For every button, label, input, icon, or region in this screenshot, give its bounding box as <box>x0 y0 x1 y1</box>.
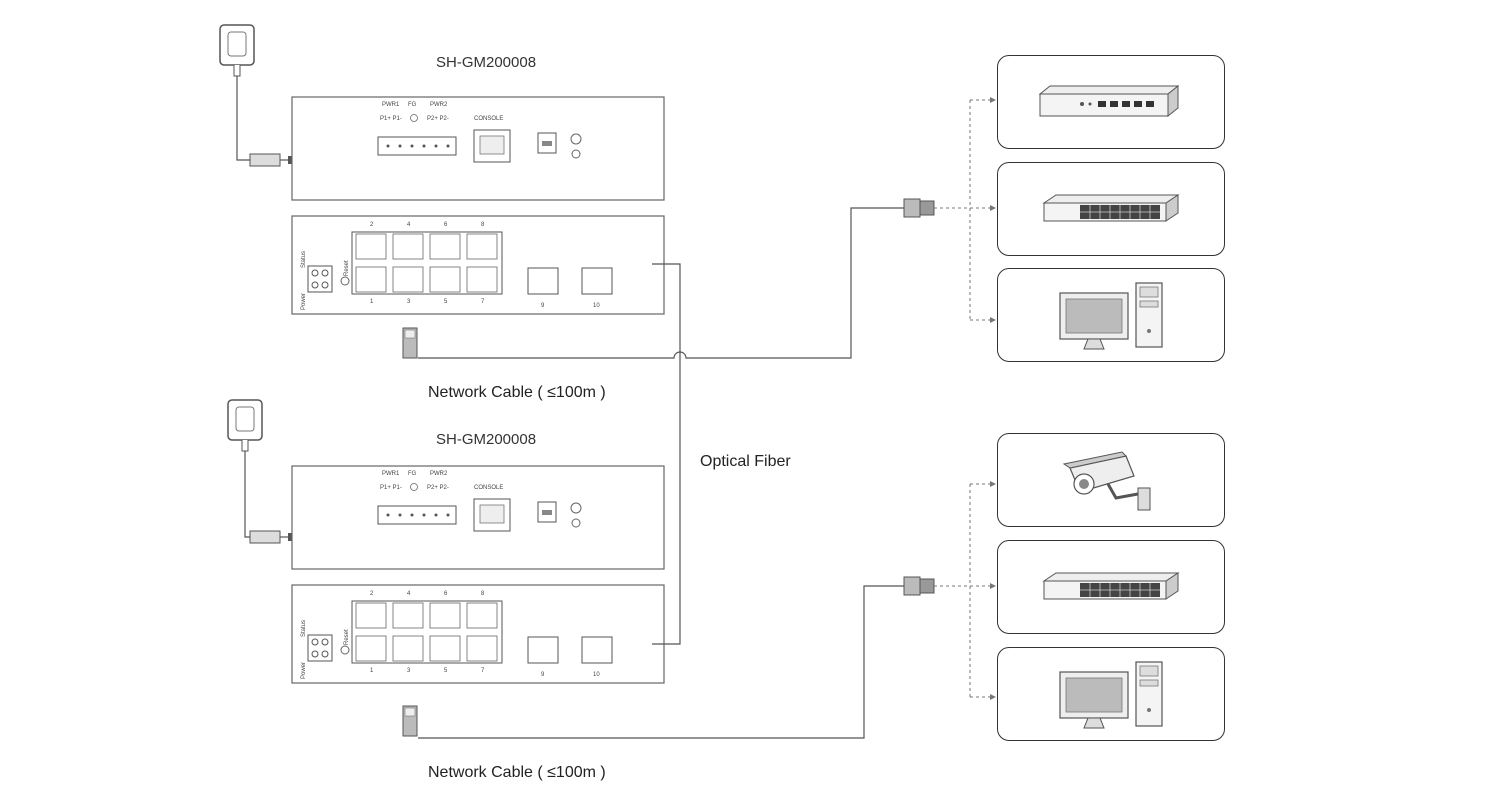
computer-device-box-1 <box>997 268 1225 362</box>
power-adapter-icon <box>227 399 292 544</box>
rj45-port-grid <box>351 231 503 295</box>
port-9-label: 9 <box>541 303 545 309</box>
fg-label: FG <box>408 102 417 108</box>
computer-icon <box>1059 661 1163 729</box>
port-3-label: 3 <box>407 299 411 305</box>
p2-label: P2+ P2- <box>427 485 449 491</box>
reset-label: Reset <box>344 629 350 645</box>
rj45-plug-icon-right-2 <box>903 576 935 596</box>
camera-device-box <box>997 433 1225 527</box>
port-1-label: 1 <box>370 299 374 305</box>
network-cable-label-1: Network Cable ( ≤100m ) <box>428 384 606 401</box>
rj45-port-grid <box>351 600 503 664</box>
port-9-label: 9 <box>541 672 545 678</box>
port-7-label: 7 <box>481 668 485 674</box>
port-2-label: 2 <box>370 222 374 228</box>
network-cable-label-2: Network Cable ( ≤100m ) <box>428 764 606 781</box>
port-4-label: 4 <box>407 591 411 597</box>
switch-model-label-1: SH-GM200008 <box>436 54 537 71</box>
port-6-label: 6 <box>444 222 448 228</box>
switch-device-box-1 <box>997 162 1225 256</box>
router-device-box <box>997 55 1225 149</box>
port-4-label: 4 <box>407 222 411 228</box>
status-led-label: Status <box>301 251 307 268</box>
dashed-branches-1 <box>934 99 990 321</box>
port-10-label: 10 <box>593 672 600 678</box>
computer-device-box-2 <box>997 647 1225 741</box>
network-cable-line-2 <box>418 585 904 739</box>
p1-label: P1+ P1- <box>380 485 402 491</box>
switch-unit-1: PWR1 FG PWR2 P1+ P1- P2+ P2- CONSOLE Pow… <box>219 24 665 359</box>
console-label: CONSOLE <box>474 485 503 491</box>
switch-unit-2: PWR1 FG PWR2 P1+ P1- P2+ P2- CONSOLE Pow… <box>227 399 665 737</box>
power-led-label: Power <box>301 662 307 679</box>
port-6-label: 6 <box>444 591 448 597</box>
status-led-label: Status <box>301 620 307 637</box>
port-10-label: 10 <box>593 303 600 309</box>
pwr2-label: PWR2 <box>430 471 448 477</box>
optical-fiber-line <box>652 263 681 645</box>
power-adapter-icon <box>219 24 292 167</box>
optical-fiber-label: Optical Fiber <box>700 453 791 470</box>
camera-icon <box>1062 451 1151 511</box>
port-2-label: 2 <box>370 591 374 597</box>
port-8-label: 8 <box>481 222 485 228</box>
switch-model-label-2: SH-GM200008 <box>436 431 537 448</box>
rj45-plug-icon <box>402 705 418 737</box>
port-5-label: 5 <box>444 299 448 305</box>
arrowheads-2 <box>990 481 996 700</box>
port-5-label: 5 <box>444 668 448 674</box>
switch-icon <box>1042 572 1180 600</box>
arrowheads-1 <box>990 97 996 323</box>
pwr2-label: PWR2 <box>430 102 448 108</box>
rj45-plug-icon-right-1 <box>903 198 935 218</box>
port-8-label: 8 <box>481 591 485 597</box>
network-cable-line-1 <box>418 207 904 359</box>
computer-icon <box>1059 282 1163 350</box>
pwr-label: PWR1 <box>382 102 400 108</box>
power-led-label: Power <box>301 293 307 310</box>
reset-label: Reset <box>344 260 350 276</box>
p1-label: P1+ P1- <box>380 116 402 122</box>
fg-label: FG <box>408 471 417 477</box>
dashed-branches-2 <box>934 483 990 698</box>
port-3-label: 3 <box>407 668 411 674</box>
port-1-label: 1 <box>370 668 374 674</box>
p2-label: P2+ P2- <box>427 116 449 122</box>
router-icon <box>1038 84 1180 118</box>
switch-icon <box>1042 194 1180 222</box>
pwr-label: PWR1 <box>382 471 400 477</box>
console-label: CONSOLE <box>474 116 503 122</box>
rj45-plug-icon <box>402 327 418 359</box>
port-7-label: 7 <box>481 299 485 305</box>
switch-device-box-2 <box>997 540 1225 634</box>
